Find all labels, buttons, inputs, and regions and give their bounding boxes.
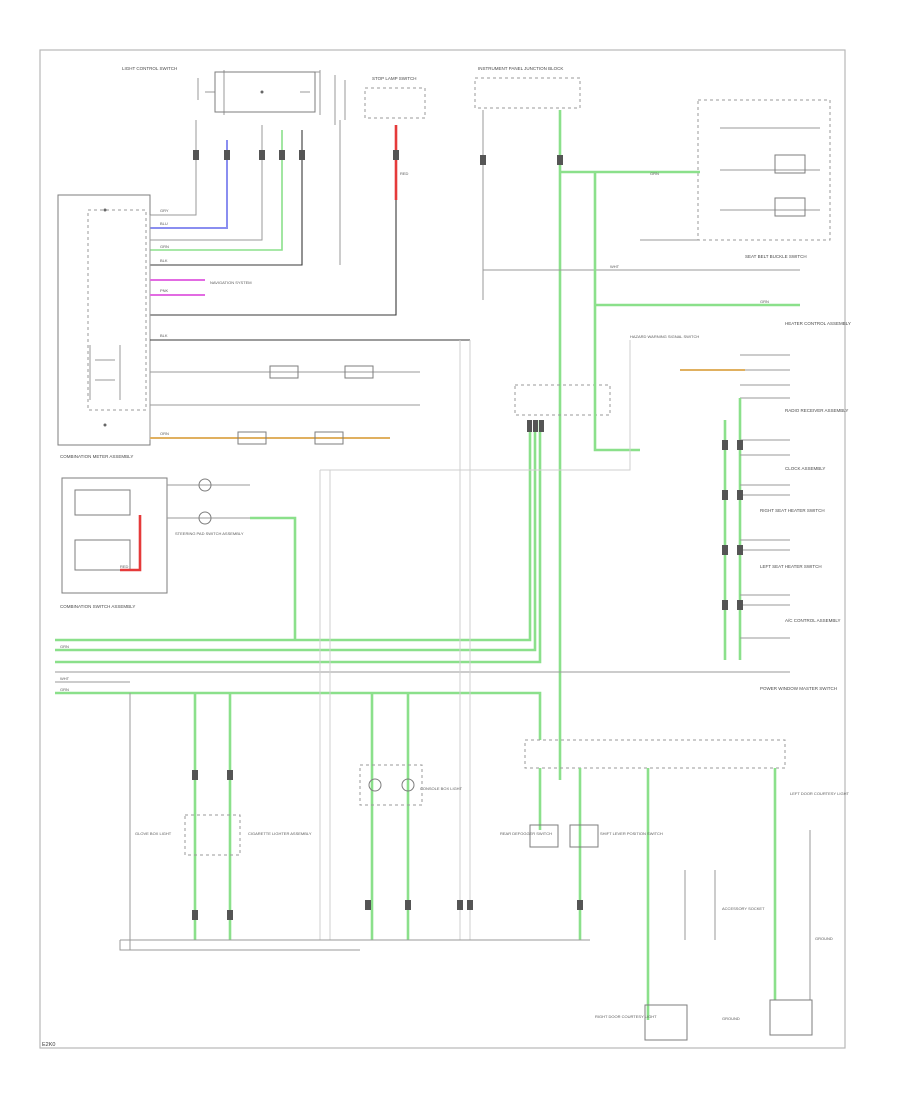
seat-belt-switch-box <box>697 99 831 241</box>
clock-label: CLOCK ASSEMBLY <box>785 466 825 471</box>
cigarette-lighter-label: CIGARETTE LIGHTER ASSEMBLY <box>248 831 312 836</box>
wire-tag: WHT <box>60 676 70 681</box>
wire-tag: BLU <box>160 221 168 226</box>
wire-tag: GRN <box>60 687 69 692</box>
right-component-stack: HEATER CONTROL ASSEMBLY HAZARD WARNING S… <box>630 321 851 691</box>
lower-connector-box <box>524 739 786 769</box>
heater-control-label: HEATER CONTROL ASSEMBLY <box>785 321 851 326</box>
stop-lamp-switch: STOP LAMP SWITCH <box>150 76 426 316</box>
light-control-switch: LIGHT CONTROL SWITCH <box>122 66 346 125</box>
wire-tag: PNK <box>160 288 169 293</box>
combination-switch: COMBINATION SWITCH ASSEMBLY STEERING PAD… <box>60 477 297 640</box>
ground-a-box <box>769 999 813 1036</box>
light-switch-body <box>214 71 316 113</box>
combination-meter: COMBINATION METER ASSEMBLY <box>57 194 151 459</box>
accessory-socket-label: ACCESSORY SOCKET <box>722 906 765 911</box>
junction-block-box <box>474 77 581 109</box>
wire-tag: BLK <box>160 258 168 263</box>
combination-switch-body <box>61 477 168 594</box>
console-box-label: CONSOLE BOX LIGHT <box>420 786 463 791</box>
center-lower-loads: REAR DEFOGGER SWITCH SHIFT LEVER POSITIO… <box>500 739 849 1020</box>
combination-meter-body <box>57 194 151 446</box>
door-courtesy-l-label: LEFT DOOR COURTESY LIGHT <box>790 791 849 796</box>
power-window-label: POWER WINDOW MASTER SWITCH <box>760 686 837 691</box>
center-connector-box <box>514 384 611 416</box>
navigation-label: NAVIGATION SYSTEM <box>210 280 252 285</box>
light-switch-wires <box>150 120 341 266</box>
radio-label: RADIO RECEIVER ASSEMBLY <box>785 408 848 413</box>
lower-left-loads: GLOVE BOX LIGHT CIGARETTE LIGHTER ASSEMB… <box>129 693 312 950</box>
door-courtesy-r-label: RIGHT DOOR COURTESY LIGHT <box>595 1014 657 1019</box>
footer-code: E2K0 <box>42 1042 55 1048</box>
seat-heater-r-label: RIGHT SEAT HEATER SWITCH <box>760 508 825 513</box>
wire-tag: ORN <box>160 431 169 436</box>
signal-bus <box>55 420 790 740</box>
junction-block-label: INSTRUMENT PANEL JUNCTION BLOCK <box>478 66 563 71</box>
guide-lines <box>319 340 631 940</box>
ac-control-label: A/C CONTROL ASSEMBLY <box>785 618 841 623</box>
console-box-light: CONSOLE BOX LIGHT <box>359 693 463 940</box>
diagram-frame <box>39 49 846 1049</box>
seat-belt-switch: SEAT BELT BUCKLE SWITCH <box>560 99 831 452</box>
wire-tag: GRY <box>160 208 169 213</box>
wire-tag: GRN <box>60 644 69 649</box>
ground-bus <box>119 900 590 951</box>
hazard-switch-label: HAZARD WARNING SIGNAL SWITCH <box>630 334 699 339</box>
wire-tag: BLK <box>160 333 168 338</box>
ground-b-label: GROUND <box>815 936 833 941</box>
glove-box-label: GLOVE BOX LIGHT <box>135 831 172 836</box>
door-courtesy-r-box <box>644 1004 688 1041</box>
stop-lamp-switch-box <box>364 87 426 119</box>
console-box-light-box <box>359 764 423 806</box>
wire-tag: GRN <box>760 299 769 304</box>
combination-switch-label: COMBINATION SWITCH ASSEMBLY <box>60 604 135 609</box>
wire-tag: WHT <box>610 264 620 269</box>
wire-tag: GRN <box>650 171 659 176</box>
seat-belt-switch-label: SEAT BELT BUCKLE SWITCH <box>745 254 807 259</box>
rear-defog-label: REAR DEFOGGER SWITCH <box>500 831 552 836</box>
wire-tag: GRN <box>160 244 169 249</box>
wire-tag: RED <box>120 564 129 569</box>
junction-block: INSTRUMENT PANEL JUNCTION BLOCK <box>474 66 581 780</box>
center-connector <box>482 269 800 432</box>
glove-box-light-box <box>184 814 241 856</box>
combination-meter-label: COMBINATION METER ASSEMBLY <box>60 454 133 459</box>
ground-a-label: GROUND <box>722 1016 740 1021</box>
stop-lamp-switch-label: STOP LAMP SWITCH <box>372 76 417 81</box>
seat-heater-l-label: LEFT SEAT HEATER SWITCH <box>760 564 822 569</box>
steering-pad-label: STEERING PAD SWITCH ASSEMBLY <box>175 531 244 536</box>
light-control-switch-label: LIGHT CONTROL SWITCH <box>122 66 177 71</box>
shift-lever-label: SHIFT LEVER POSITION SWITCH <box>600 831 663 836</box>
meter-output-wires: NAVIGATION SYSTEM <box>150 279 470 445</box>
bottom-components: RIGHT DOOR COURTESY LIGHT GROUND GROUND <box>595 936 833 1041</box>
wire-tag: RED <box>400 171 409 176</box>
